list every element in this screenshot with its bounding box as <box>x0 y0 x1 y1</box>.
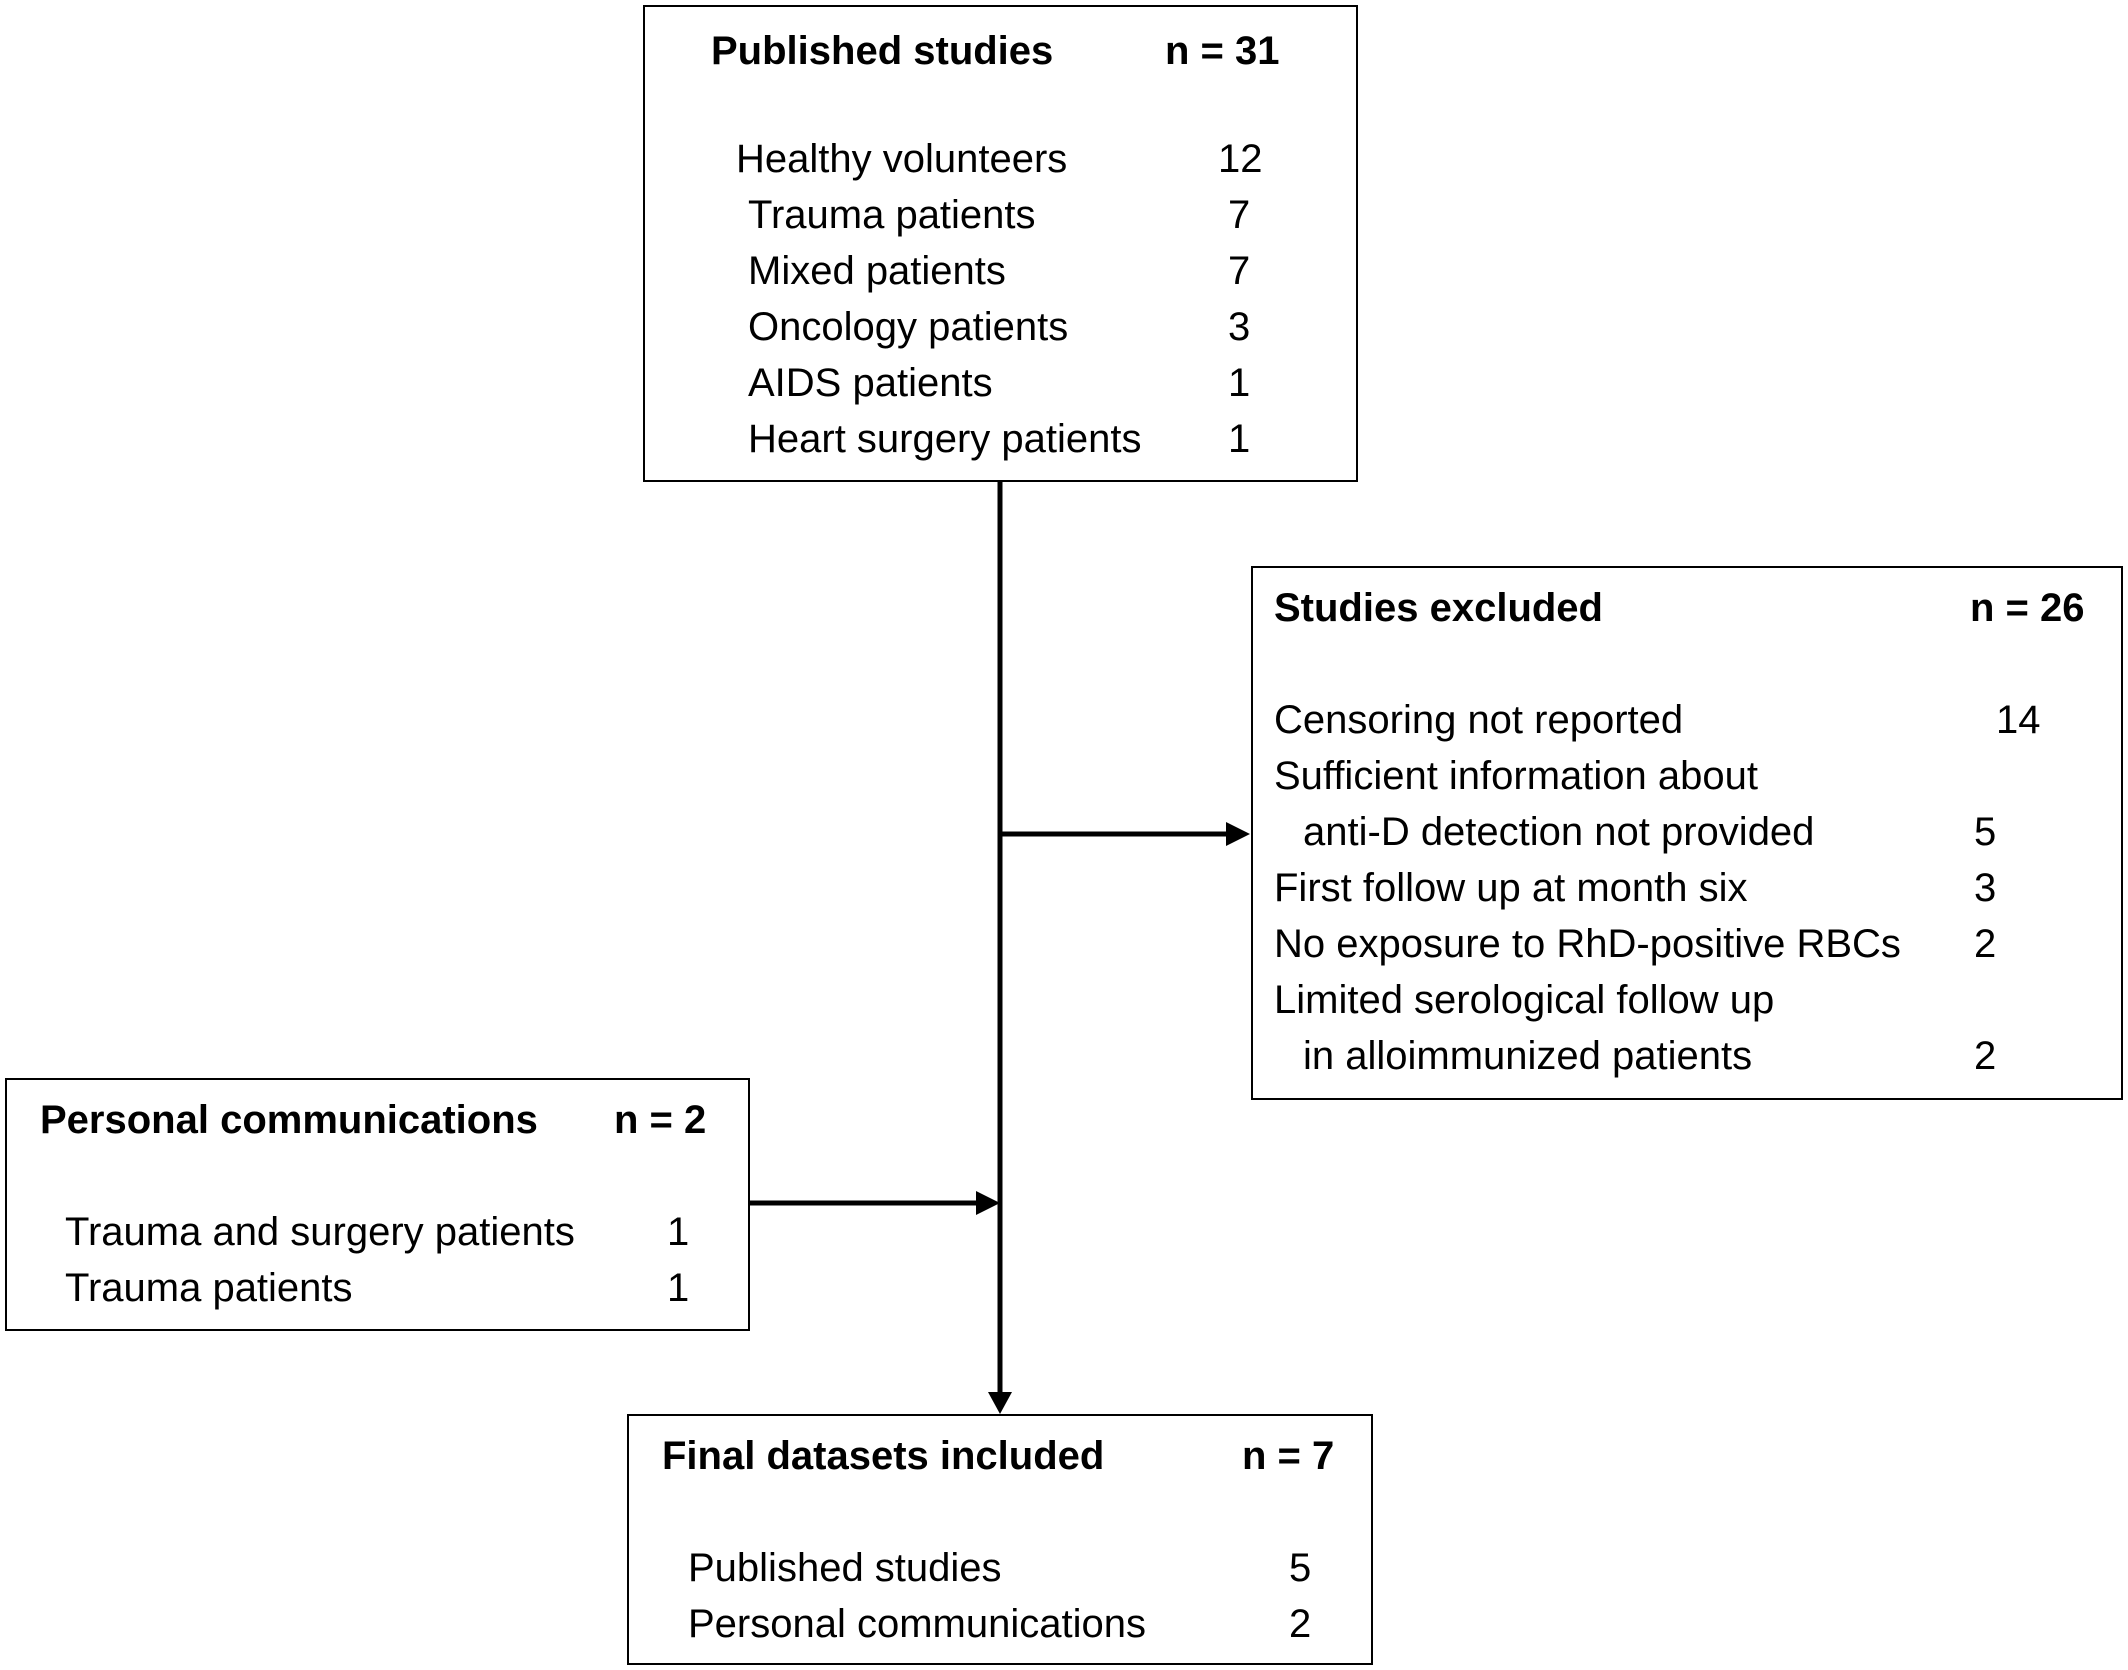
final-row-value: 2 <box>1289 1602 1312 1646</box>
published-studies-title: Published studies <box>711 29 1054 73</box>
published-studies-count: n = 31 <box>1165 29 1280 73</box>
excluded-row-label: Limited serological follow up <box>1274 978 1775 1022</box>
published-row-label: Oncology patients <box>748 305 1069 349</box>
personal-row-label: Trauma patients <box>65 1266 353 1310</box>
personal-communications-count: n = 2 <box>614 1098 707 1142</box>
published-row-label: Heart surgery patients <box>748 417 1142 461</box>
studies-excluded-box: Studies excluded n = 26 Censoring not re… <box>1251 566 2123 1100</box>
excluded-row-label: Sufficient information about <box>1274 754 1759 798</box>
final-row-value: 5 <box>1289 1546 1312 1590</box>
published-row-value: 3 <box>1228 305 1251 349</box>
final-datasets-box: Final datasets included n = 7 Published … <box>627 1414 1373 1665</box>
published-row-label: AIDS patients <box>748 361 993 405</box>
studies-excluded-count: n = 26 <box>1970 586 2085 630</box>
published-row-value: 1 <box>1228 361 1251 405</box>
excluded-row-value: 3 <box>1974 866 1997 910</box>
published-row-value: 7 <box>1228 249 1251 293</box>
excluded-row-value: 14 <box>1996 698 2041 742</box>
published-row-value: 7 <box>1228 193 1251 237</box>
excluded-row-label: anti-D detection not provided <box>1303 810 1815 854</box>
personal-arrowhead <box>976 1191 1000 1215</box>
excluded-row-value: 5 <box>1974 810 1997 854</box>
excluded-arrowhead <box>1226 822 1250 846</box>
published-row-label: Trauma patients <box>748 193 1036 237</box>
final-arrowhead <box>988 1392 1012 1414</box>
final-datasets-title: Final datasets included <box>662 1434 1105 1478</box>
excluded-row-label: Censoring not reported <box>1274 698 1684 742</box>
excluded-row-value: 2 <box>1974 922 1997 966</box>
excluded-row-label: First follow up at month six <box>1274 866 1748 910</box>
final-row-label: Published studies <box>688 1546 1002 1590</box>
excluded-row-label: No exposure to RhD-positive RBCs <box>1274 922 1901 966</box>
final-datasets-count: n = 7 <box>1242 1434 1335 1478</box>
personal-communications-box: Personal communications n = 2 Trauma and… <box>5 1078 750 1331</box>
studies-excluded-title: Studies excluded <box>1274 586 1603 630</box>
published-studies-box: Published studies n = 31 Healthy volunte… <box>643 5 1358 482</box>
excluded-row-label: in alloimmunized patients <box>1303 1034 1753 1078</box>
published-row-value: 1 <box>1228 417 1251 461</box>
published-row-label: Mixed patients <box>748 249 1006 293</box>
personal-communications-title: Personal communications <box>40 1098 538 1142</box>
personal-row-label: Trauma and surgery patients <box>65 1210 575 1254</box>
final-row-label: Personal communications <box>688 1602 1146 1646</box>
personal-row-value: 1 <box>667 1266 690 1310</box>
personal-row-value: 1 <box>667 1210 690 1254</box>
published-row-value: 12 <box>1218 137 1263 181</box>
published-row-label: Healthy volunteers <box>736 137 1068 181</box>
excluded-row-value: 2 <box>1974 1034 1997 1078</box>
